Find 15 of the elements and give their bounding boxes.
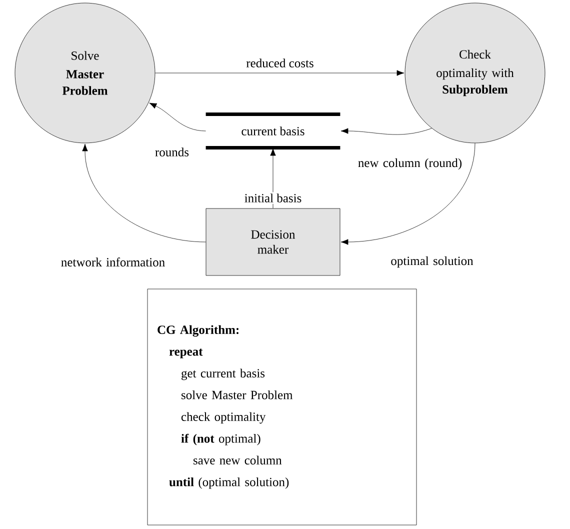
arrow <box>149 102 206 132</box>
edge-label: new column (round) <box>354 156 466 172</box>
arrow <box>270 148 276 208</box>
edge-label: initial basis <box>242 192 304 204</box>
data-store: current basis <box>206 112 340 150</box>
arrow <box>340 128 432 135</box>
arrow <box>340 143 476 245</box>
edge-label: reduced costs <box>244 57 316 69</box>
edge-label: network information <box>56 256 170 268</box>
process-box: Decision maker <box>206 208 340 276</box>
arrow <box>155 70 404 76</box>
edge-label: optimal solution <box>386 254 478 270</box>
arrow <box>82 144 206 242</box>
edge-label: rounds <box>154 146 191 158</box>
algorithm-box: CG Algorithm: repeat get current basis solve Master Problem check optimality if (not optimal) save new column until (optimal solution) <box>147 288 417 526</box>
